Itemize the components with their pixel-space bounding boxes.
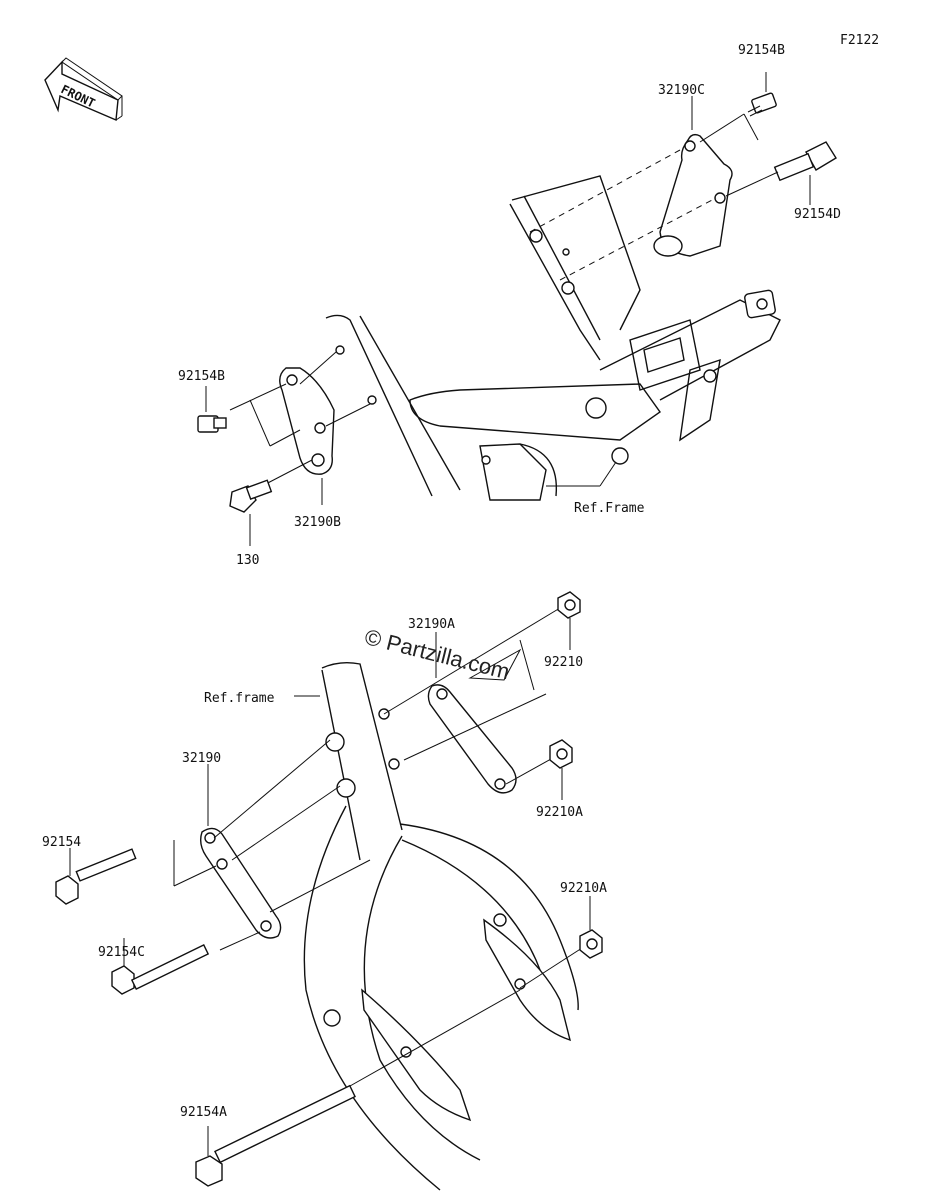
bolt-92154a	[195, 1084, 356, 1187]
label-ref-frame-top: Ref.Frame	[574, 501, 645, 516]
nut-92210	[557, 591, 581, 619]
label-92154b-top: 92154B	[738, 43, 785, 58]
label-ref-frame-bottom: Ref.frame	[204, 691, 275, 706]
label-32190c: 32190C	[658, 83, 705, 98]
svg-text:© Partzilla.com: © Partzilla.com	[362, 624, 512, 684]
label-32190b: 32190B	[294, 515, 341, 530]
nut-92210a-lower	[579, 929, 603, 959]
label-32190: 32190	[182, 751, 221, 766]
label-92154b-left: 92154B	[178, 369, 225, 384]
label-92154: 92154	[42, 835, 81, 850]
label-130: 130	[236, 553, 259, 568]
label-92154c: 92154C	[98, 945, 145, 960]
label-92210a-lower: 92210A	[560, 881, 607, 896]
label-92154d: 92154D	[794, 207, 841, 222]
label-92210a-middle: 92210A	[536, 805, 583, 820]
nut-92210a-middle	[549, 739, 573, 769]
figure-code: F2122	[840, 33, 879, 48]
front-label: FRONT	[59, 82, 98, 110]
bolt-92154	[55, 848, 137, 905]
label-92154a: 92154A	[180, 1105, 227, 1120]
bolt-92154b-upper	[747, 92, 777, 117]
frame-lower-drawing	[55, 461, 617, 1191]
bolt-92154b-left	[197, 415, 227, 433]
label-92210: 92210	[544, 655, 583, 670]
watermark: © Partzilla.com	[362, 624, 512, 684]
frame-upper-drawing	[197, 72, 837, 546]
label-32190a: 32190A	[408, 617, 455, 632]
bolt-92154d	[773, 141, 837, 182]
front-arrow-icon: FRONT	[44, 57, 123, 122]
bolt-130	[229, 479, 273, 513]
